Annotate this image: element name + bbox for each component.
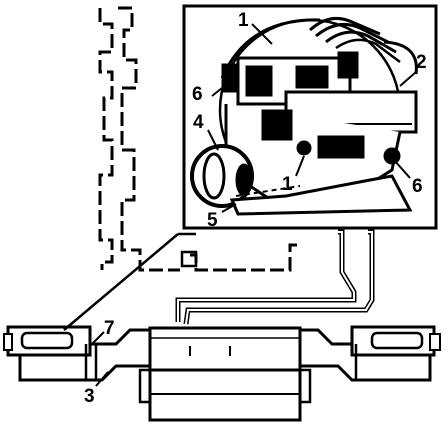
callout-labels: 1 2 6 4 1 6 5 7 3 [84,10,427,407]
crank-pulley [190,144,254,208]
callout-5: 5 [207,210,218,231]
callout-6-left: 6 [192,84,203,105]
coolant-pipes [175,229,375,325]
right-air-duct [298,328,432,382]
callout-leaders [207,23,417,213]
callout-6-right: 6 [412,176,423,197]
callout-4: 4 [193,112,204,133]
heater-box [148,326,302,372]
oil-pan [229,174,413,216]
callout-7: 7 [104,318,115,339]
heater-assembly [3,325,441,422]
callout-1-top: 1 [238,10,249,31]
callout-7-leader [89,331,105,347]
inset-leader [63,232,196,331]
left-air-outlet [6,325,92,357]
callout-3: 3 [84,386,95,407]
callout-2: 2 [416,52,427,73]
callout-3-leader [95,371,109,387]
inset-engine-detail [190,16,418,216]
oil-drain-plug [180,250,198,268]
callout-1-mid: 1 [282,174,293,195]
